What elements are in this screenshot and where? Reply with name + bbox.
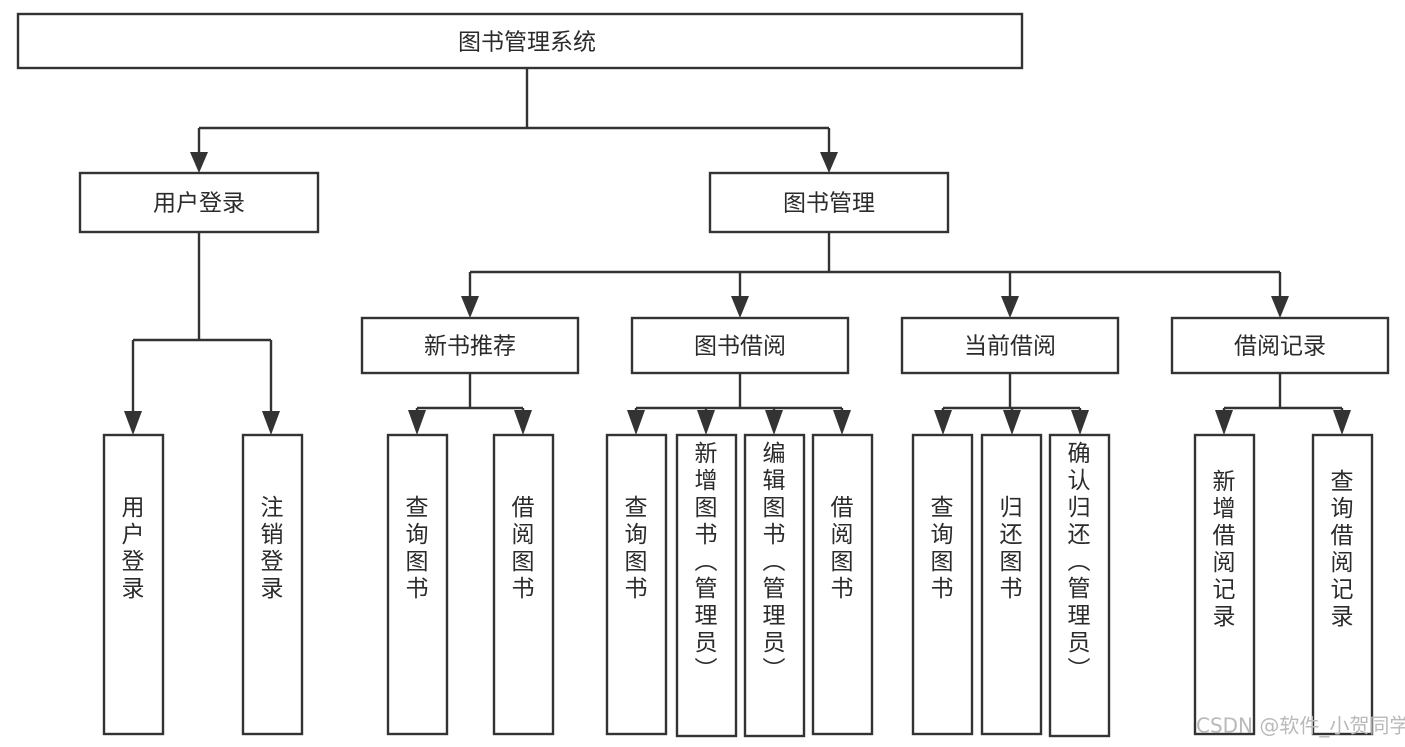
node-new-book-recommend[interactable]: 新书推荐 (360, 316, 580, 375)
arrow-head-icon (514, 410, 532, 435)
leaf-query-book-a-box[interactable] (386, 433, 449, 736)
connector-userlogin-to-leaves (124, 232, 280, 435)
leaf-node[interactable]: 新增图书︵管理员︶ (675, 433, 738, 738)
node-new-book-recommend-box[interactable] (360, 316, 580, 375)
node-root-label: 图书管理系统 (458, 30, 596, 56)
node-borrow-record[interactable]: 借阅记录 (1170, 316, 1390, 375)
arrow-head-icon (1271, 296, 1289, 318)
leaf-logout-box[interactable] (241, 433, 304, 736)
leaf-node[interactable]: 新增借阅记录 (1193, 433, 1256, 736)
leaf-query-book-b-label: 查询图书 (625, 495, 648, 602)
leaf-add-book-admin-box[interactable] (675, 433, 738, 738)
node-root[interactable]: 图书管理系统 (16, 12, 1024, 70)
node-borrow-record-box[interactable] (1170, 316, 1390, 375)
connector-bookmgmt-to-level3 (461, 232, 1289, 318)
leaf-node[interactable]: 注销登录 (241, 433, 304, 736)
leaf-query-borrow-record-label: 查询借阅记录 (1331, 469, 1354, 630)
arrow-head-icon (765, 410, 783, 435)
leaf-confirm-return-admin-label: 确认归还︵管理员︶ (1068, 441, 1091, 683)
leaf-node[interactable]: 归还图书 (980, 433, 1043, 736)
node-book-borrow-label: 图书借阅 (694, 334, 786, 360)
connector-root-to-level2 (190, 68, 838, 173)
leaf-node[interactable]: 借阅图书 (811, 433, 874, 736)
leaf-logout-label: 注销登录 (261, 495, 284, 602)
leaf-borrow-book-a-label: 借阅图书 (512, 495, 535, 602)
leaf-query-book-c-box[interactable] (911, 433, 974, 736)
node-new-book-recommend-label: 新书推荐 (424, 334, 516, 360)
connector-newbook-to-leaves (408, 373, 532, 435)
leaf-node[interactable]: 借阅图书 (492, 433, 555, 736)
arrow-head-icon (190, 152, 208, 173)
leaf-node[interactable]: 确认归还︵管理员︶ (1048, 433, 1111, 738)
arrow-head-icon (262, 411, 280, 435)
leaf-query-book-c-label: 查询图书 (931, 495, 954, 602)
leaf-return-book-label: 归还图书 (1000, 495, 1023, 602)
leaf-add-borrow-record-label: 新增借阅记录 (1213, 469, 1236, 630)
connector-bookborrow-to-leaves (627, 373, 851, 435)
connector-borrowrecord-to-leaves (1215, 373, 1351, 435)
arrow-head-icon (408, 410, 426, 435)
leaf-borrow-book-b-box[interactable] (811, 433, 874, 736)
leaf-borrow-book-a-box[interactable] (492, 433, 555, 736)
node-user-login-box[interactable] (78, 171, 320, 234)
arrow-head-icon (627, 410, 645, 435)
leaf-confirm-return-admin-box[interactable] (1048, 433, 1111, 738)
leaf-edit-book-admin-box[interactable] (743, 433, 806, 738)
connector-currentborrow-to-leaves (934, 373, 1089, 435)
leaf-query-book-a-label: 查询图书 (406, 495, 429, 602)
node-current-borrow-label: 当前借阅 (964, 334, 1056, 360)
arrow-head-icon (731, 296, 749, 318)
arrow-head-icon (1003, 410, 1021, 435)
arrow-head-icon (461, 296, 479, 318)
arrow-head-icon (833, 410, 851, 435)
node-book-borrow-box[interactable] (630, 316, 850, 375)
leaf-query-book-b-box[interactable] (605, 433, 668, 736)
csdn-watermark: CSDN @软件_小贺同学 (1196, 714, 1405, 738)
arrow-head-icon (1001, 296, 1019, 318)
leaf-node[interactable]: 编辑图书︵管理员︶ (743, 433, 806, 738)
leaf-return-book-box[interactable] (980, 433, 1043, 736)
node-current-borrow[interactable]: 当前借阅 (900, 316, 1120, 375)
arrow-head-icon (697, 410, 715, 435)
node-book-management-label: 图书管理 (783, 191, 875, 217)
leaf-node[interactable]: 查询图书 (911, 433, 974, 736)
node-current-borrow-box[interactable] (900, 316, 1120, 375)
arrow-head-icon (124, 411, 142, 435)
leaf-node[interactable]: 查询图书 (386, 433, 449, 736)
node-user-login[interactable]: 用户登录 (78, 171, 320, 234)
leaf-node[interactable]: 查询借阅记录 (1311, 433, 1374, 736)
arrow-head-icon (820, 152, 838, 173)
leaf-user-login-label: 用户登录 (122, 495, 145, 602)
arrow-head-icon (934, 410, 952, 435)
node-book-borrow[interactable]: 图书借阅 (630, 316, 850, 375)
node-book-management-box[interactable] (708, 171, 950, 234)
arrow-head-icon (1333, 410, 1351, 435)
leaf-add-book-admin-label: 新增图书︵管理员︶ (695, 441, 718, 683)
leaf-user-login-box[interactable] (102, 433, 165, 736)
node-root-box[interactable] (16, 12, 1024, 70)
leaf-query-borrow-record-box[interactable] (1311, 433, 1374, 736)
leaf-borrow-book-b-label: 借阅图书 (831, 495, 854, 602)
node-borrow-record-label: 借阅记录 (1234, 334, 1326, 360)
leaf-node[interactable]: 查询图书 (605, 433, 668, 736)
arrow-head-icon (1071, 410, 1089, 435)
node-user-login-label: 用户登录 (153, 191, 245, 217)
arrow-head-icon (1215, 410, 1233, 435)
leaf-edit-book-admin-label: 编辑图书︵管理员︶ (763, 441, 786, 683)
leaf-add-borrow-record-box[interactable] (1193, 433, 1256, 736)
leaf-node[interactable]: 用户登录 (102, 433, 165, 736)
node-book-management[interactable]: 图书管理 (708, 171, 950, 234)
